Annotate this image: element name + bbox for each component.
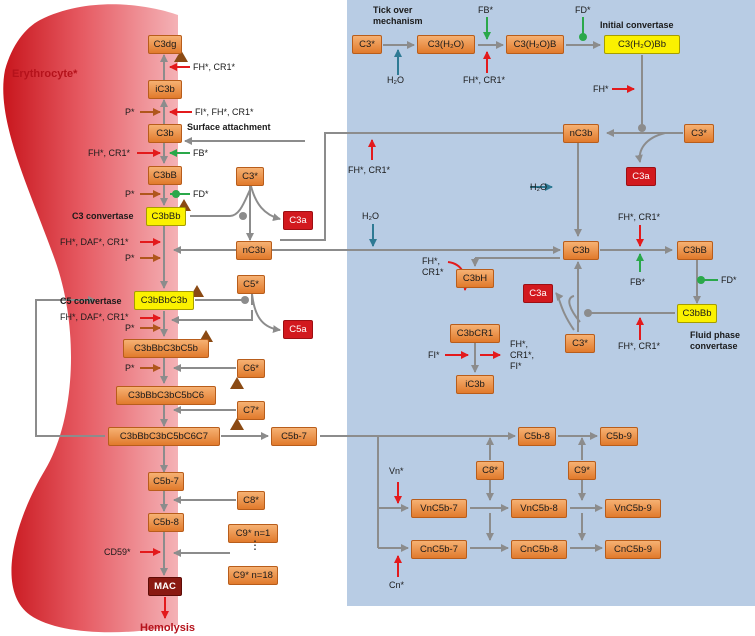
reg-cd59: CD59* bbox=[104, 547, 131, 557]
reg-h2o: H₂O bbox=[362, 211, 379, 221]
node-c3-star-mid: C3* bbox=[565, 334, 595, 353]
node-c3h2ob: C3(H₂O)B bbox=[506, 35, 564, 54]
node-c3bh: C3bH bbox=[456, 269, 494, 288]
node-cnc5b9: CnC5b-9 bbox=[605, 540, 661, 559]
reg-p: P* bbox=[125, 323, 135, 333]
c5-convertase-label: C5 convertase bbox=[60, 296, 122, 306]
c3-convertase-label: C3 convertase bbox=[72, 211, 134, 221]
node-mac: MAC bbox=[148, 577, 182, 596]
node-c3b-fluid: C3b bbox=[563, 241, 599, 260]
reg-fh-cr1: FH*, CR1* bbox=[193, 62, 236, 72]
node-nc3b-fluid: nC3b bbox=[563, 124, 599, 143]
node-ic3b-fluid: iC3b bbox=[456, 375, 494, 394]
reg-h2o: H₂O bbox=[387, 75, 404, 85]
reg-fi: FI* bbox=[428, 350, 440, 360]
node-c3a-fluid: C3a bbox=[626, 167, 656, 186]
node-c3bbbc3b-c5-convertase: C3bBbC3b bbox=[134, 291, 194, 310]
node-c3-star-tick: C3* bbox=[352, 35, 382, 54]
reg-fi-fh-cr1: FI*, FH*, CR1* bbox=[195, 107, 254, 117]
node-c5b7-mid: C5b-7 bbox=[271, 427, 317, 446]
left-pathway-arrows bbox=[35, 54, 563, 576]
node-c5b9-fluid: C5b-9 bbox=[600, 427, 638, 446]
node-c3bbb-fluid-convertase: C3bBb bbox=[677, 304, 717, 323]
reg-fh-cr1: FH*, CR1* bbox=[463, 75, 506, 85]
reg-p: P* bbox=[125, 253, 135, 263]
reg-fh-cr1: FH*, CR1* bbox=[348, 165, 391, 175]
erythrocyte-title: Erythrocyte* bbox=[12, 68, 78, 80]
surface-attachment-label: Surface attachment bbox=[187, 122, 271, 132]
node-c6-star: C6* bbox=[237, 359, 265, 378]
node-c3bb: C3bB bbox=[148, 166, 182, 185]
reg-h2o: H₂O bbox=[530, 182, 547, 192]
node-c5b8-fluid: C5b-8 bbox=[518, 427, 556, 446]
reg-fh-daf-cr1: FH*, DAF*, CR1* bbox=[60, 312, 129, 322]
node-vnc5b8: VnC5b-8 bbox=[511, 499, 567, 518]
node-c3bbb-c3-convertase: C3bBb bbox=[146, 207, 186, 226]
reg-fh-cr1: FH*, CR1* bbox=[88, 148, 131, 158]
node-c9-n18: C9* n=18 bbox=[228, 566, 278, 585]
node-c3bbbc3bc5bc6c7: C3bBbC3bC5bC6C7 bbox=[108, 427, 220, 446]
reg-cn: Cn* bbox=[389, 580, 405, 590]
reg-fb: FB* bbox=[193, 148, 209, 158]
node-c3bb-fluid: C3bB bbox=[677, 241, 713, 260]
left-regulator-arrows bbox=[137, 63, 192, 619]
reg-fh-cr1: FH*, CR1* bbox=[422, 256, 444, 277]
node-c5b7: C5b-7 bbox=[148, 472, 184, 491]
initial-convertase-label: Initial convertase bbox=[600, 20, 674, 30]
node-c5a: C5a bbox=[283, 320, 313, 339]
surface-marker-icon bbox=[230, 418, 244, 430]
node-c5-star: C5* bbox=[237, 275, 265, 294]
node-c3bbbc3bc5b: C3bBbC3bC5b bbox=[123, 339, 209, 358]
node-c3dg: C3dg bbox=[148, 35, 182, 54]
reg-p: P* bbox=[125, 363, 135, 373]
node-vnc5b7: VnC5b-7 bbox=[411, 499, 467, 518]
node-c3bbbc3bc5bc6: C3bBbC3bC5bC6 bbox=[116, 386, 216, 405]
node-c5b8: C5b-8 bbox=[148, 513, 184, 532]
node-c3-star: C3* bbox=[236, 167, 264, 186]
node-c3-star-fluid: C3* bbox=[684, 124, 714, 143]
node-c7-star: C7* bbox=[237, 401, 265, 420]
hemolysis-label: Hemolysis bbox=[140, 622, 196, 634]
fluid-pathway-arrows bbox=[270, 41, 701, 552]
node-c3bcr1: C3bCR1 bbox=[450, 324, 500, 343]
node-ic3b: iC3b bbox=[148, 80, 182, 99]
reg-vn: Vn* bbox=[389, 466, 404, 476]
reg-fh: FH* bbox=[593, 84, 609, 94]
reg-fb: FB* bbox=[630, 277, 646, 287]
reg-fd: FD* bbox=[575, 5, 591, 15]
reg-fb: FB* bbox=[478, 5, 494, 15]
reg-fh-cr1: FH*, CR1* bbox=[618, 341, 661, 351]
node-c3a-mid: C3a bbox=[523, 284, 553, 303]
erythrocyte-shape bbox=[3, 4, 178, 633]
node-c3h2obb-initial-convertase: C3(H₂O)Bb bbox=[604, 35, 680, 54]
ellipsis-icon: ⋮ bbox=[249, 538, 261, 552]
node-c9-star-fluid: C9* bbox=[568, 461, 596, 480]
node-cnc5b7: CnC5b-7 bbox=[411, 540, 467, 559]
node-c3a: C3a bbox=[283, 211, 313, 230]
surface-marker-icon bbox=[230, 377, 244, 389]
node-c9-n1: C9* n=1 bbox=[228, 524, 278, 543]
node-c8-star: C8* bbox=[237, 491, 265, 510]
reg-p: P* bbox=[125, 107, 135, 117]
node-vnc5b9: VnC5b-9 bbox=[605, 499, 661, 518]
tick-over-label: Tick over mechanism bbox=[373, 5, 423, 26]
node-nc3b: nC3b bbox=[236, 241, 272, 260]
fluid-phase-convertase-label: Fluid phase convertase bbox=[690, 330, 741, 351]
reg-fd: FD* bbox=[721, 275, 737, 285]
node-c8-star-fluid: C8* bbox=[476, 461, 504, 480]
reg-fh-cr1-fi: FH*, CR1*, FI* bbox=[510, 339, 535, 371]
reg-fh-cr1: FH*, CR1* bbox=[618, 212, 661, 222]
node-cnc5b8: CnC5b-8 bbox=[511, 540, 567, 559]
reg-fh-daf-cr1: FH*, DAF*, CR1* bbox=[60, 237, 129, 247]
node-c3h2o: C3(H₂O) bbox=[417, 35, 475, 54]
node-c3b: C3b bbox=[148, 124, 182, 143]
reg-fd: FD* bbox=[193, 189, 209, 199]
reg-p: P* bbox=[125, 189, 135, 199]
